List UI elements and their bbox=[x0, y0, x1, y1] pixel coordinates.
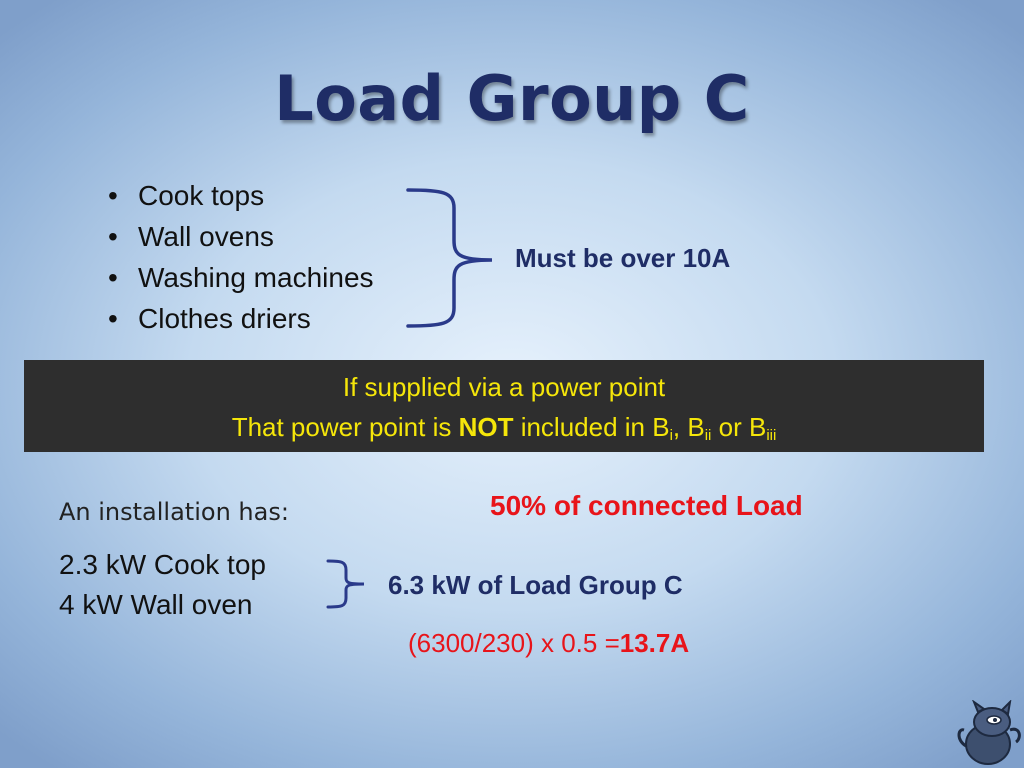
banner-subscript: ii bbox=[704, 427, 712, 444]
power-point-banner: If supplied via a power point That power… bbox=[24, 360, 984, 452]
curly-brace-icon bbox=[326, 559, 365, 609]
bullet-dot: • bbox=[108, 180, 118, 211]
banner-text: That power point is bbox=[231, 412, 459, 442]
bullet-dot: • bbox=[108, 303, 118, 334]
calculation: (6300/230) x 0.5 =13.7A bbox=[408, 628, 689, 659]
list-item: • Wall ovens bbox=[108, 216, 374, 257]
bullet-text: Wall ovens bbox=[138, 221, 274, 252]
bullet-dot: • bbox=[108, 262, 118, 293]
bullet-text: Cook tops bbox=[138, 180, 265, 211]
banner-subscript: i bbox=[669, 427, 673, 444]
banner-subscript: iii bbox=[766, 427, 777, 444]
example-heading: An installation has: bbox=[59, 498, 289, 526]
list-item: • Cook tops bbox=[108, 175, 374, 216]
slide-title: Load Group C bbox=[274, 62, 750, 135]
bullet-list: • Cook tops • Wall ovens • Washing machines… bbox=[108, 175, 374, 339]
banner-text: or B bbox=[711, 412, 767, 442]
example-item: 4 kW Wall oven bbox=[59, 589, 253, 620]
cat-mascot-icon bbox=[957, 700, 1021, 765]
banner-text: included in B bbox=[513, 412, 670, 442]
requirement-note: Must be over 10A bbox=[515, 243, 731, 273]
curly-brace-icon bbox=[406, 188, 493, 328]
banner-line-1: If supplied via a power point bbox=[342, 372, 666, 402]
list-item: • Clothes driers bbox=[108, 298, 374, 339]
example-items: 2.3 kW Cook top 4 kW Wall oven bbox=[59, 545, 266, 625]
list-item: • Washing machines bbox=[108, 257, 374, 298]
percent-note: 50% of connected Load bbox=[490, 490, 803, 521]
bullet-text: Clothes driers bbox=[138, 303, 311, 334]
bullet-text: Washing machines bbox=[138, 262, 374, 293]
calc-expression: (6300/230) x 0.5 = bbox=[408, 628, 620, 658]
banner-not-emphasis: NOT bbox=[458, 412, 514, 442]
group-total: 6.3 kW of Load Group C bbox=[388, 570, 683, 600]
banner-text: , B bbox=[672, 412, 705, 442]
bullet-dot: • bbox=[108, 221, 118, 252]
example-item: 2.3 kW Cook top bbox=[59, 549, 266, 580]
banner-line-2: That power point is NOT included in Bi, … bbox=[24, 410, 984, 453]
calc-result: 13.7A bbox=[619, 628, 690, 658]
